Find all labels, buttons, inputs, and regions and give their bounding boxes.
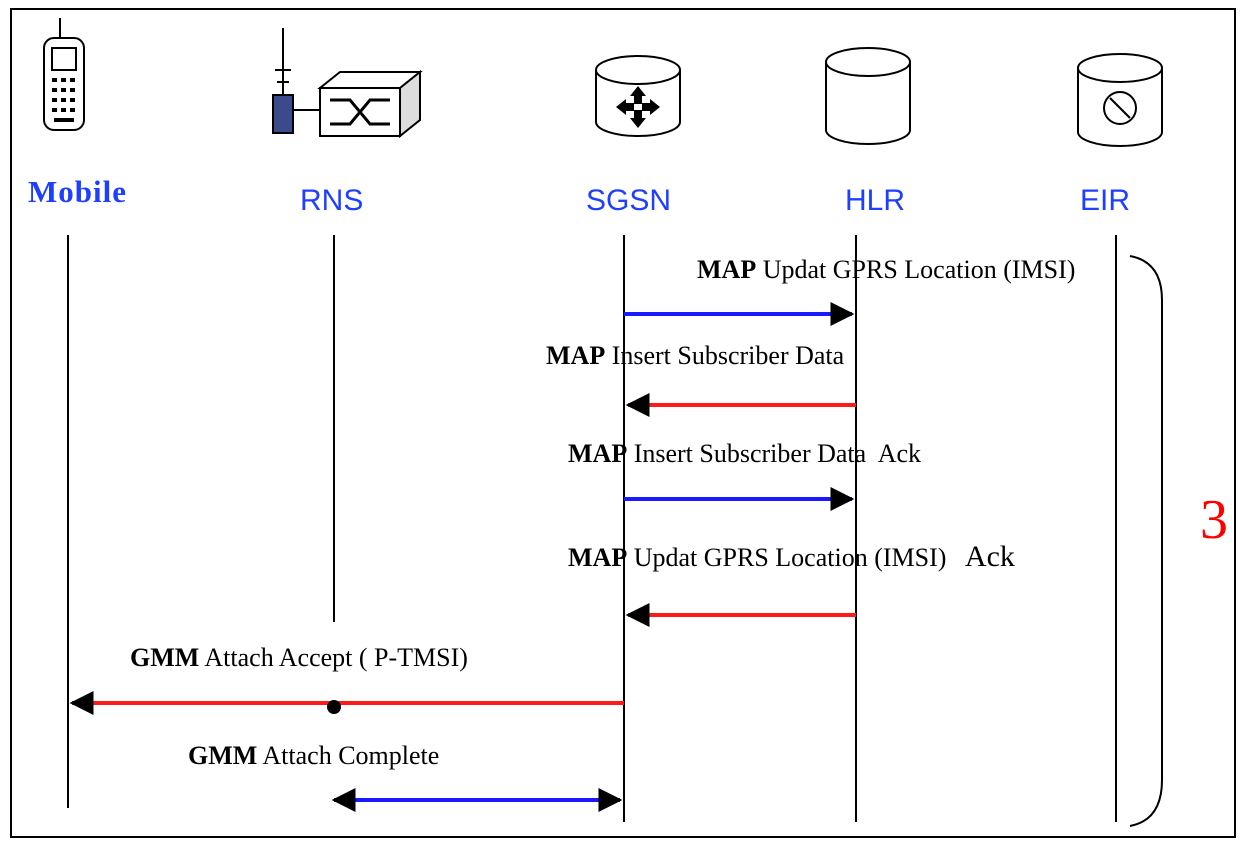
entity-label-eir: EIR [1080,184,1130,217]
mobile-phone-icon [43,18,85,131]
step-bracket [1129,255,1163,827]
message-label: MAP Updat GPRS Location (IMSI) [697,255,1075,284]
message-label: MAP Insert Subscriber Data [546,341,845,370]
router-node-icon [595,55,681,137]
message-label: GMM Attach Complete [188,741,439,770]
entity-label-sgsn: SGSN [586,184,671,217]
relay-point-rns [327,700,341,714]
message-label: MAP Updat GPRS Location (IMSI) Ack [568,540,1015,573]
entity-label-mobile: Mobile [28,174,127,209]
radio-network-icon [272,28,423,139]
database-icon [825,47,911,145]
equipment-register-icon [1077,53,1163,147]
entity-label-hlr: HLR [845,184,905,217]
message-label: GMM Attach Accept ( P-TMSI) [130,643,468,672]
message-label: MAP Insert Subscriber Data Ack [568,439,921,468]
entity-label-rns: RNS [300,184,363,217]
step-number: 3 [1200,489,1228,551]
